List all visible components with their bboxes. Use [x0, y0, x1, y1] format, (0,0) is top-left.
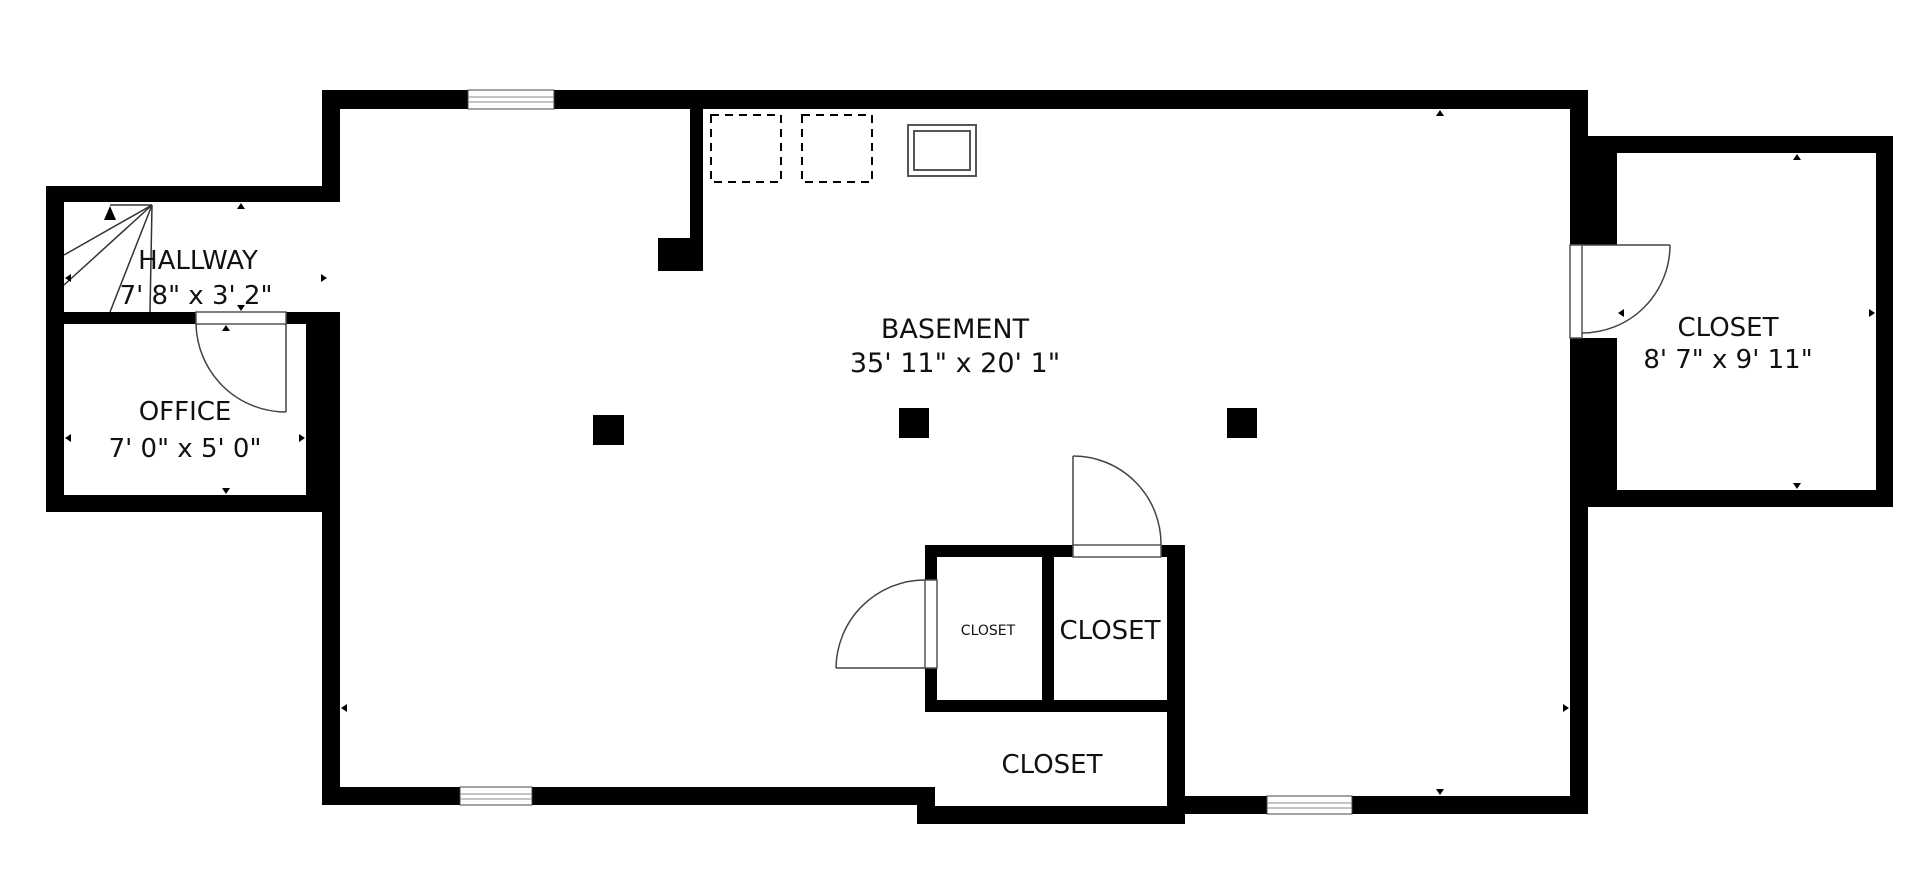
window-bottom-left — [459, 786, 533, 806]
bottom-closet-name: CLOSET — [1002, 750, 1103, 780]
window-top — [467, 89, 555, 110]
right-closet-left-wall-lower — [1570, 338, 1617, 490]
office-bottom-wall — [46, 495, 340, 512]
hallway-name: HALLWAY — [138, 246, 258, 276]
right-closet-right-wall — [1876, 136, 1893, 507]
basement-bottom-wall-left — [322, 787, 927, 805]
basement-name: BASEMENT — [881, 314, 1030, 345]
dimension-markers — [65, 110, 1875, 795]
right-closet-dims: 8' 7" x 9' 11" — [1643, 345, 1812, 375]
dashed-fixture-2 — [801, 114, 873, 183]
room-labels: HALLWAY 7' 8" x 3' 2" OFFICE 7' 0" x 5' … — [109, 246, 1813, 780]
office-name: OFFICE — [139, 397, 232, 427]
dashed-fixtures — [710, 114, 873, 183]
bottom-closet-right-wall — [1167, 545, 1185, 823]
basement-bottom-wall-right — [1177, 796, 1588, 814]
column-2 — [899, 408, 929, 438]
mid-closet-door — [1072, 455, 1162, 558]
basement-dims: 35' 11" x 20' 1" — [850, 348, 1060, 379]
doors — [195, 244, 1671, 669]
window-bottom-right — [1266, 795, 1353, 815]
windows — [459, 89, 1353, 815]
office-dims: 7' 0" x 5' 0" — [109, 434, 262, 464]
closet-block-mid-bottom-wall — [925, 700, 1185, 712]
dashed-fixture-1 — [710, 114, 782, 183]
basement-top-wall — [322, 90, 1587, 109]
interior-wall-stub — [658, 109, 703, 271]
right-closet-bottom-wall — [1570, 490, 1893, 507]
sink-fixture — [907, 124, 977, 177]
office-right-wall — [306, 312, 340, 512]
hallway-office-divider-left — [46, 312, 196, 324]
closet-block-divider — [1042, 545, 1054, 711]
bottom-closet-lower-wall — [917, 806, 1185, 824]
column-1 — [593, 415, 624, 445]
exterior-walls — [46, 90, 1893, 824]
column-3 — [1227, 408, 1257, 438]
basement-left-wall-lower — [322, 495, 340, 805]
small-closet-name: CLOSET — [961, 623, 1016, 639]
mid-closet-name: CLOSET — [1060, 616, 1161, 646]
bottom-closet-left-stub — [917, 787, 935, 824]
hallway-left-wall — [46, 186, 64, 512]
office-door — [195, 311, 287, 413]
right-closet-top-wall — [1570, 136, 1893, 153]
basement-left-wall-upper — [322, 90, 340, 202]
columns — [593, 408, 1257, 445]
small-closet-door — [835, 579, 938, 669]
right-closet-name: CLOSET — [1678, 313, 1779, 343]
right-closet-door — [1569, 244, 1671, 339]
hallway-top-wall — [46, 186, 340, 202]
right-closet-left-wall-upper — [1570, 153, 1617, 245]
hallway-dims: 7' 8" x 3' 2" — [120, 281, 273, 311]
stairs-arrow-icon — [104, 206, 116, 220]
stairs — [63, 204, 153, 313]
